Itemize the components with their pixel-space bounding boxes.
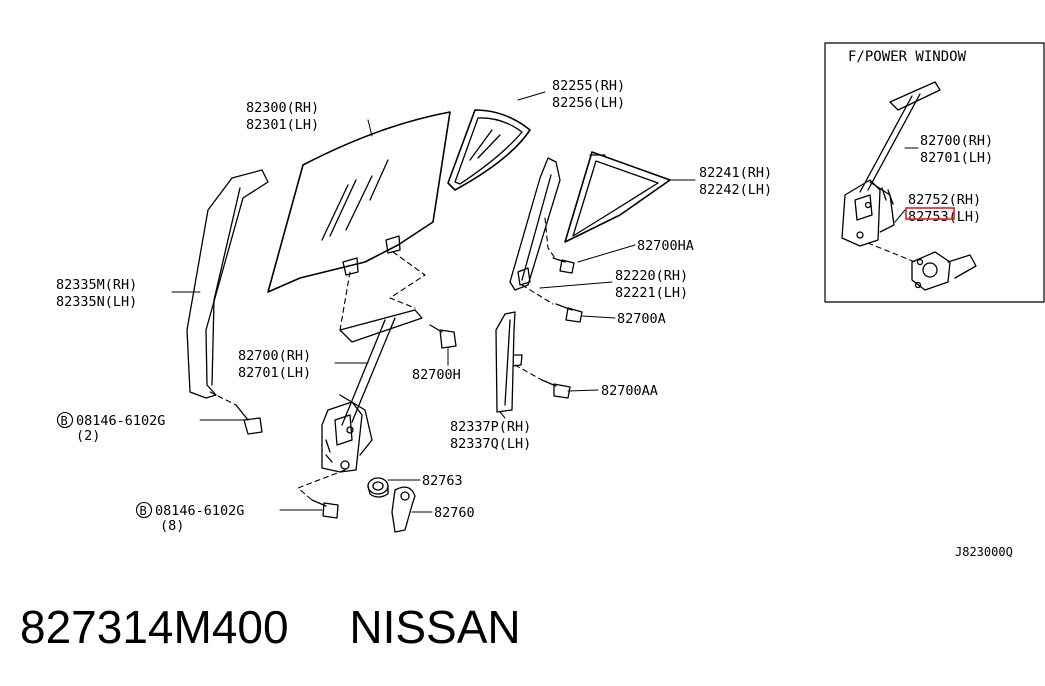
callout-labels: 82300(RH) 82301(LH) 82255(RH) 82256(LH) … xyxy=(56,78,1013,559)
brand-name: NISSAN xyxy=(349,601,521,653)
label-82700-rh: 82700(RH) xyxy=(238,348,311,364)
label-82700ha: 82700HA xyxy=(637,238,694,254)
part-number: 827314M400 xyxy=(20,601,289,653)
label-qty-2: (2) xyxy=(76,428,100,444)
label-82760: 82760 xyxy=(434,505,475,521)
label-82255: 82255(RH) xyxy=(552,78,625,94)
b-symbol-1 xyxy=(56,411,74,429)
label-82241: 82241(RH) xyxy=(699,165,772,181)
quarter-glass xyxy=(447,109,531,191)
b-symbol-2 xyxy=(135,501,153,519)
leader-lines xyxy=(171,91,696,513)
label-82220: 82220(RH) xyxy=(615,268,688,284)
inset-label-82753: 82753(LH) xyxy=(908,209,981,225)
label-82701-lh: 82701(LH) xyxy=(238,365,311,381)
label-82337q: 82337Q(LH) xyxy=(450,436,531,452)
label-82300: 82300(RH) xyxy=(246,100,319,116)
inset-labels: F/POWER WINDOW 82700(RH) 82701(LH) 82752… xyxy=(848,49,993,225)
highlight-box xyxy=(905,207,955,220)
label-08146-2: 08146-6102G xyxy=(155,503,244,519)
label-82700a: 82700A xyxy=(617,311,666,327)
front-sash xyxy=(186,169,269,399)
rear-sash xyxy=(495,311,523,413)
label-82301: 82301(LH) xyxy=(246,117,319,133)
label-08146-1: 08146-6102G xyxy=(76,413,165,429)
door-glass xyxy=(267,111,451,293)
b-letter-2: B xyxy=(140,504,147,518)
label-82221: 82221(LH) xyxy=(615,285,688,301)
inset-label-82701: 82701(LH) xyxy=(920,150,993,166)
inset-title: F/POWER WINDOW xyxy=(848,49,967,65)
label-82700aa: 82700AA xyxy=(601,383,658,399)
division-channel xyxy=(509,157,561,291)
label-82700h: 82700H xyxy=(412,367,461,383)
assembly-dashed-lines xyxy=(209,217,556,501)
label-82256: 82256(LH) xyxy=(552,95,625,111)
label-82337p: 82337P(RH) xyxy=(450,419,531,435)
b-letter-1: B xyxy=(61,414,68,428)
quarter-weatherstrip xyxy=(564,151,671,243)
label-82763: 82763 xyxy=(422,473,463,489)
inset-label-82700: 82700(RH) xyxy=(920,133,993,149)
label-82242: 82242(LH) xyxy=(699,182,772,198)
diagram-code: J823000Q xyxy=(955,545,1013,559)
fasteners xyxy=(235,257,583,533)
inset-box xyxy=(824,42,1045,303)
label-qty-8: (8) xyxy=(160,518,184,534)
label-82335m: 82335M(RH) xyxy=(56,277,137,293)
label-82335n: 82335N(LH) xyxy=(56,294,137,310)
window-regulator xyxy=(321,309,423,473)
part-footer: 827314M400 NISSAN xyxy=(20,600,521,660)
inset-label-82752: 82752(RH) xyxy=(908,192,981,208)
